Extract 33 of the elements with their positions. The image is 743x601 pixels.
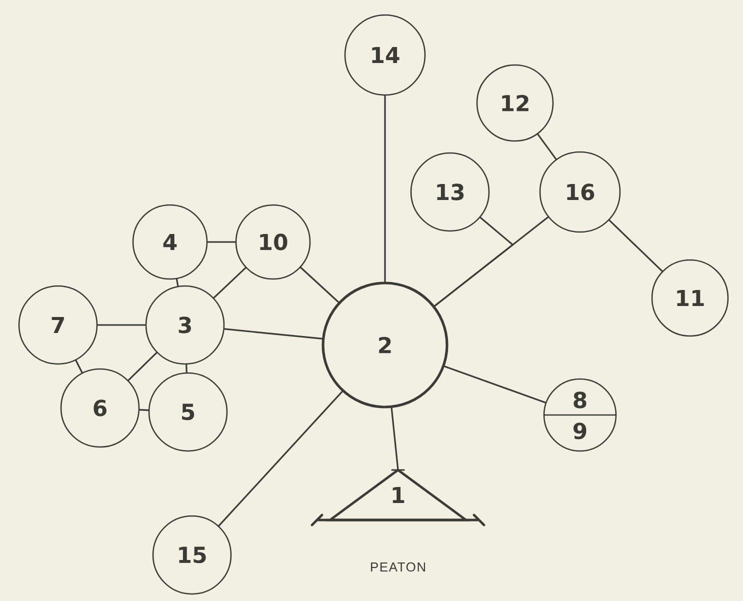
connector-line	[537, 133, 557, 160]
split-circle-node: 8 9	[543, 378, 617, 452]
connector-line	[96, 324, 146, 326]
connector-line	[213, 267, 246, 299]
circle-node: 11	[651, 259, 729, 337]
circle-node: 5	[148, 372, 228, 452]
circle-node: 3	[145, 285, 225, 365]
circle-node: 13	[410, 152, 490, 232]
circle-node: 6	[60, 368, 140, 448]
connector-line	[434, 216, 514, 307]
connector-line	[128, 352, 158, 382]
connector-line	[224, 328, 323, 340]
circle-node: 4	[132, 204, 208, 280]
connector-line	[138, 409, 150, 411]
circle-node: 15	[152, 515, 232, 595]
circle-node: 10	[235, 204, 311, 280]
node-caption: PEATON	[371, 562, 426, 572]
triangle-node: 1	[310, 468, 486, 526]
circle-node: 12	[476, 64, 554, 142]
connector-line	[186, 364, 188, 374]
connector-line	[384, 94, 386, 282]
circle-node: 14	[344, 14, 426, 96]
connector-line	[444, 366, 546, 404]
connector-line	[75, 360, 83, 374]
circle-node: 7	[18, 285, 98, 365]
connector-line	[608, 219, 663, 272]
connector-line	[390, 407, 399, 471]
connector-line	[300, 266, 340, 303]
circle-node: 2	[322, 282, 448, 408]
connector-line	[176, 278, 179, 287]
connector-line	[218, 390, 343, 527]
connector-line	[206, 241, 236, 243]
circle-node: 16	[539, 151, 621, 233]
